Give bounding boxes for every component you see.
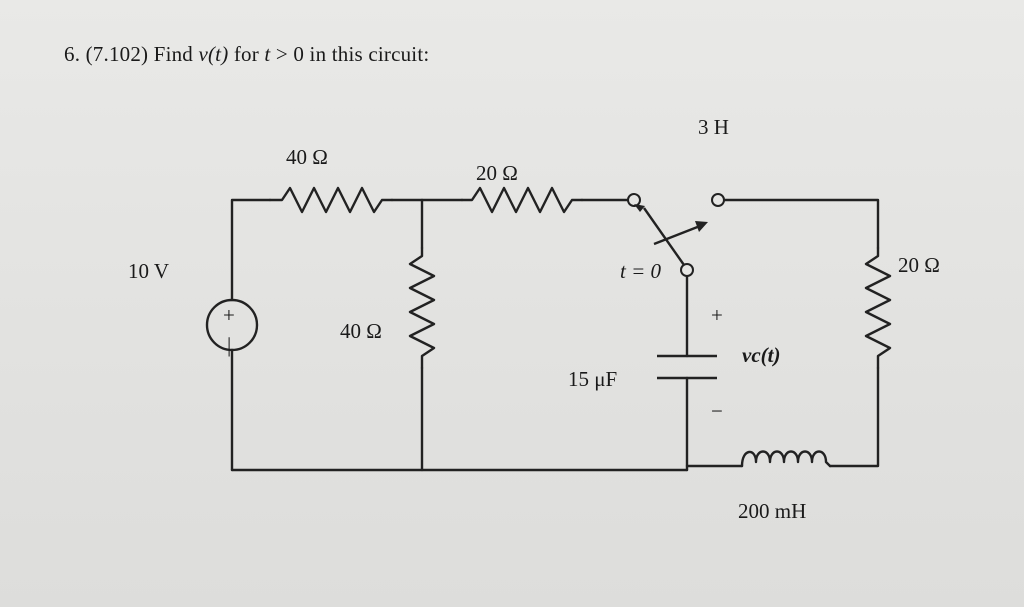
label-r-top-mid: 20 Ω	[476, 161, 518, 185]
source-plus-sign: +	[223, 303, 235, 327]
label-switch-time: t = 0	[620, 259, 662, 283]
label-inductor-bottom: 200 mH	[738, 499, 806, 523]
label-capacitor: 15 μF	[568, 367, 617, 391]
resistor-top-mid	[460, 186, 584, 214]
label-r-mid-vertical: 40 Ω	[340, 319, 382, 343]
label-cap-plus: +	[711, 303, 723, 327]
label-r-right: 20 Ω	[898, 253, 940, 277]
problem-condition: > 0 in this circuit:	[270, 42, 430, 66]
resistor-right	[864, 246, 892, 370]
problem-number: 6. (7.102) Find	[64, 42, 199, 66]
label-source-voltage: 10 V	[128, 259, 169, 283]
label-vc: vc(t)	[742, 343, 780, 367]
switch	[627, 193, 725, 277]
problem-statement: 6. (7.102) Find v(t) for t > 0 in this c…	[64, 42, 429, 67]
label-cap-minus: −	[711, 399, 723, 423]
capacitor	[657, 354, 717, 380]
voltage-source: + |	[205, 298, 259, 357]
inductor-bottom	[740, 450, 832, 468]
circuit-wires	[230, 198, 880, 472]
problem-t-var: t	[264, 42, 271, 66]
resistor-top-left	[268, 186, 394, 214]
label-r-top-left: 40 Ω	[286, 145, 328, 169]
resistor-mid-vertical	[408, 246, 436, 370]
problem-function: v(t)	[198, 42, 229, 66]
problem-for: for	[228, 42, 265, 66]
label-inductor-top: 3 H	[698, 115, 729, 139]
source-minus-sign: |	[227, 333, 231, 357]
